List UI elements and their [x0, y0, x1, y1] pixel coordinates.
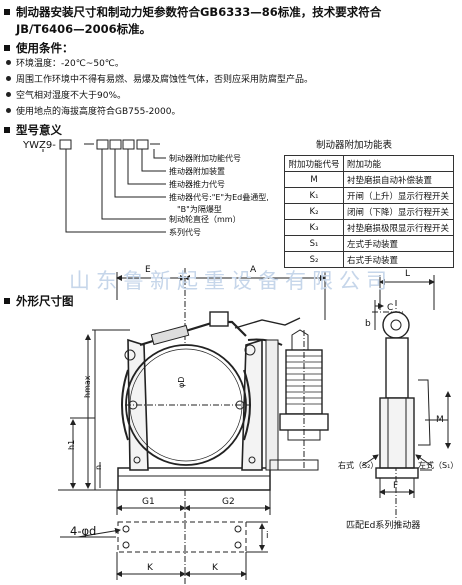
model-code: YWZ9- [23, 140, 56, 151]
model-title: 型号意义 [4, 122, 62, 138]
bullet-dot-icon [6, 108, 11, 113]
bullet-dot-icon [6, 76, 11, 81]
functions-table-title: 制动器附加功能表 [316, 140, 393, 151]
dim-label-n: n [94, 464, 103, 470]
table-cell: S₂ [284, 251, 344, 268]
conditions-title: 使用条件： [4, 40, 74, 56]
model-label: 制动器附加功能代号 [169, 154, 241, 163]
bullet-square-icon [4, 45, 10, 51]
label-left-s1: 左式（S₁） [418, 461, 459, 470]
dim-label-hmax: hmax [83, 375, 92, 399]
model-label: 系列代号 [169, 228, 201, 237]
model-label: "B"为隔爆型 [177, 205, 222, 214]
dim-label-e: E [145, 265, 151, 275]
model-code-diagram [42, 139, 166, 233]
table-cell: 右式手动装置 [343, 251, 454, 268]
dim-label-i: i [266, 531, 269, 541]
drawing-title: 外形尺寸图 [4, 293, 74, 309]
condition-item: 周围工作环境中不得有易燃、易爆及腐蚀性气体，否则应采用防腐型产品。 [6, 74, 313, 87]
watermark-text: 山东鲁新起重设备有限公司 [69, 269, 393, 293]
bullet-square-icon [4, 298, 10, 304]
model-label: 制动轮直径（mm） [169, 215, 241, 224]
bullet-dot-icon [6, 60, 11, 65]
dim-label-g1: G1 [142, 497, 155, 507]
dim-label-phid: φD [177, 376, 186, 388]
dim-label-holes: 4-φd [70, 524, 97, 538]
label-right-s2: 右式（S₂） [338, 461, 379, 470]
condition-item: 环境温度：-20℃~50℃。 [6, 58, 124, 71]
dim-label-f: F [393, 481, 399, 491]
header-line-1: 制动器安装尺寸和制动力矩参数符合GB6333—86标准，技术要求符合 [4, 4, 381, 20]
dim-label-g2: G2 [222, 497, 235, 507]
drawing-caption: 匹配Ed系列推动器 [346, 521, 421, 531]
dim-label-k: K [147, 563, 153, 573]
dim-label-l: L [405, 269, 411, 279]
dim-label-b: b [365, 319, 371, 329]
dim-label-h1: h1 [67, 439, 76, 450]
dim-label-m: M [436, 415, 444, 425]
model-label: 推动器代号:"E"为Ed叠通型, [169, 193, 269, 202]
dim-label-a: A [250, 265, 257, 275]
bullet-dot-icon [6, 92, 11, 97]
condition-item: 使用地点的海拔高度符合GB755-2000。 [6, 106, 180, 119]
table-header-row: 附加功能代号 附加功能 [284, 155, 454, 172]
model-label: 推动器推力代号 [169, 180, 225, 189]
bullet-square-icon [4, 127, 10, 133]
model-label: 推动器附加装置 [169, 167, 225, 176]
bullet-square-icon [4, 9, 10, 15]
dim-label-c: C [387, 303, 394, 313]
header-line-2: JB/T6406—2006标准。 [16, 22, 152, 36]
condition-item: 空气相对湿度不大于90%。 [6, 90, 126, 103]
dim-label-k: K [212, 563, 218, 573]
